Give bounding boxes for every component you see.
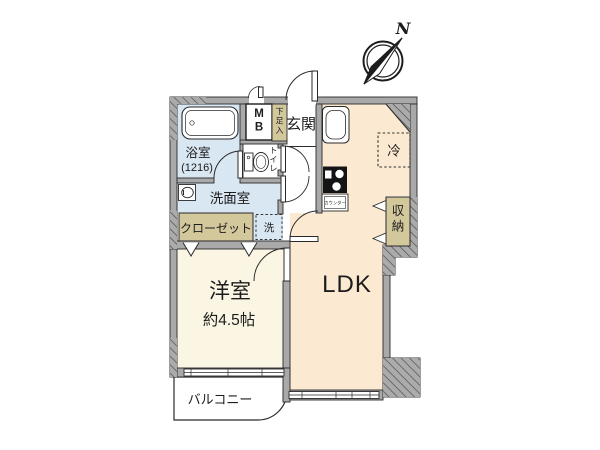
- washer-label: 洗: [264, 222, 275, 234]
- compass-inner-ring: [366, 44, 400, 78]
- hatch-left-lower: [170, 338, 177, 377]
- storage-label: 収納: [392, 204, 405, 234]
- entrance-label: 玄関: [286, 116, 316, 133]
- bathroom-door-leaf: [237, 150, 243, 179]
- shoe-box: [271, 103, 288, 142]
- toilet-label: トイレ: [270, 146, 278, 173]
- ldk-label: LDK: [322, 271, 372, 298]
- western-room-size: 約4.5帖: [203, 311, 256, 329]
- mb-opening: [249, 96, 264, 105]
- hall-floor: [283, 144, 316, 214]
- compass: N: [362, 19, 412, 85]
- shoe-box-label: 下足入: [276, 107, 284, 135]
- western-room-floor: [177, 249, 283, 368]
- storage-box: [385, 196, 411, 247]
- floors: [173, 104, 410, 421]
- hatch-storage-bar: [383, 245, 417, 257]
- hatch-bottom-right: [383, 358, 420, 397]
- compass-needle-black: [363, 37, 403, 85]
- bathroom-door-arc: [213, 150, 242, 179]
- ldk-door-arc: [289, 210, 319, 240]
- western-door-leaf: [283, 247, 291, 282]
- hatch-right-storage: [410, 197, 417, 246]
- hatch-left-upper: [170, 104, 177, 140]
- storage-door-arrow-bottom: [371, 232, 387, 245]
- closet-box: [178, 212, 254, 242]
- hatch-top-left: [170, 97, 206, 104]
- wall-toilet-bottom: [239, 177, 284, 184]
- washbasin: [178, 184, 196, 201]
- toilet-door-leaf: [280, 145, 286, 173]
- wall-divider-lower: [282, 367, 291, 403]
- washbasin-bowl-icon: [181, 186, 194, 199]
- entrance-opening: [288, 96, 316, 105]
- ldk-floor: [290, 104, 410, 390]
- washroom-label: 洗面室: [210, 190, 251, 206]
- balcony-label: バルコニー: [188, 392, 253, 407]
- toilet-tank: [244, 152, 254, 172]
- north-label: N: [395, 19, 412, 38]
- washroom-door-arc: [282, 175, 310, 203]
- mb-door-arc: [248, 86, 261, 99]
- tub-drain-icon: [189, 120, 195, 126]
- wall-bath-right: [239, 103, 247, 145]
- ldk-door-leaf: [289, 236, 319, 242]
- walls: [169, 96, 421, 403]
- meter-box: [245, 103, 273, 141]
- doors: [182, 70, 319, 282]
- mb-door-leaf: [258, 86, 264, 98]
- entrance-floor: [287, 104, 316, 147]
- refrigerator-label: 冷: [387, 144, 401, 159]
- windows: [183, 146, 380, 399]
- kitchen-sink: [322, 106, 350, 144]
- bathroom-label: 浴室: [185, 145, 210, 160]
- wall-kitchen: [315, 103, 323, 214]
- closet-folding-door-mark: [240, 242, 258, 257]
- entrance-door-arc: [285, 70, 316, 101]
- entrance-door-leaf: [311, 70, 318, 102]
- washer-space: [255, 214, 283, 240]
- hatch-left-mid: [170, 210, 177, 249]
- wall-divider: [282, 280, 291, 369]
- wall-bath-wash: [176, 177, 215, 184]
- kitchen: [321, 106, 350, 212]
- storage-door-arrow-top: [371, 199, 387, 213]
- washroom-door-leaf: [280, 175, 286, 203]
- western-room-label: 洋室: [209, 280, 251, 303]
- counter-label: カウンター: [324, 200, 345, 207]
- counter-box: [321, 193, 349, 212]
- western-door-arc: [253, 247, 288, 282]
- closet-label: クローゼット: [180, 222, 252, 236]
- refrigerator-space: [377, 132, 411, 168]
- washer-floor: [253, 213, 283, 242]
- toilet-fixture: [244, 152, 269, 172]
- toilet-bowl: [253, 152, 269, 172]
- closet-folding-door-mark: [182, 242, 200, 257]
- bathtub: [181, 106, 239, 140]
- compass-outer-ring: [362, 40, 404, 82]
- burner-icon: [335, 169, 344, 179]
- bevel-line: [385, 103, 411, 133]
- burner-icon: [332, 182, 341, 191]
- hatch-right-notch: [383, 257, 395, 275]
- bathroom-size: (1216): [181, 162, 213, 174]
